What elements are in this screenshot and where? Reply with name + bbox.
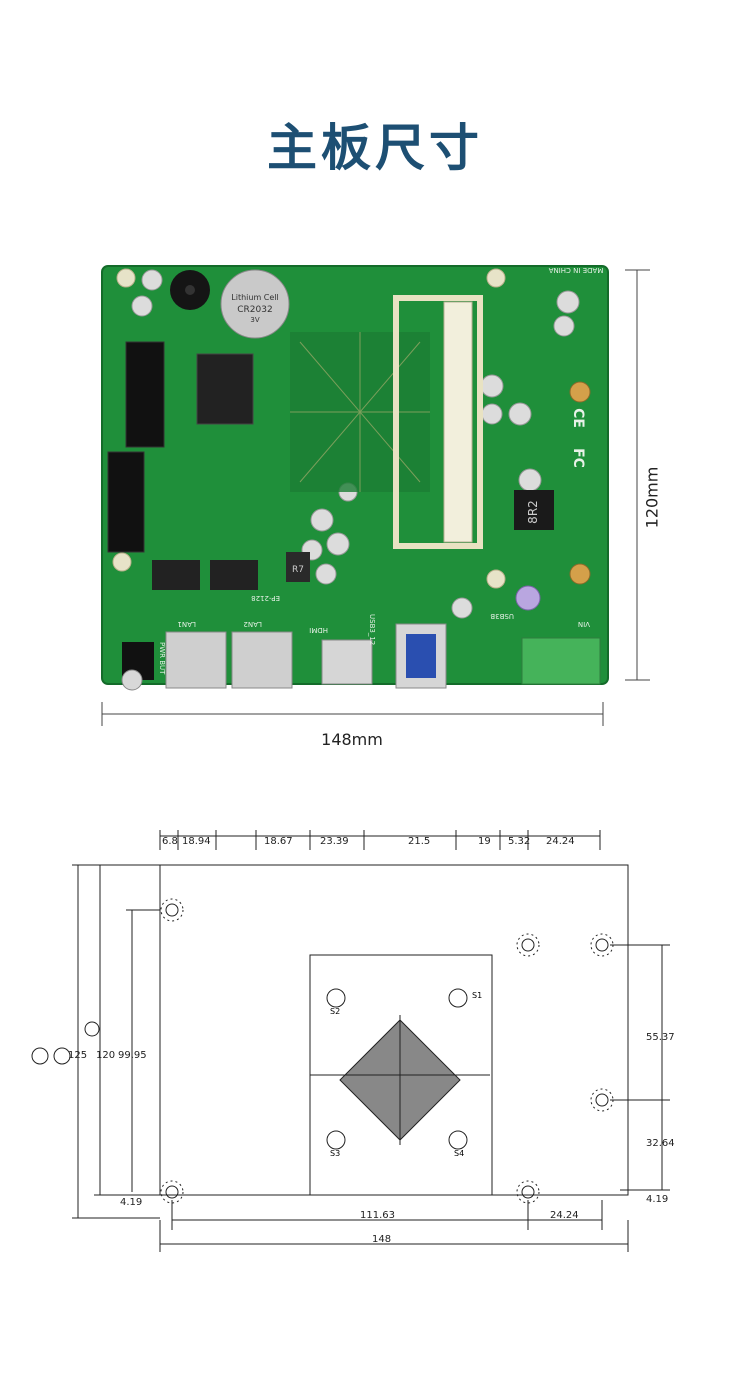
lan2-label: LAN2: [243, 620, 262, 628]
hdmi-label: HDMI: [309, 626, 328, 634]
height-dimension: 120mm: [642, 466, 662, 529]
left-dim-120: 120: [96, 1050, 115, 1061]
board-photo: Lithium Cell CR2032 3V 8R2 R7 FC CE MADE…: [101, 265, 609, 691]
made-in-marking: MADE IN CHINA: [548, 266, 603, 274]
top-dim-5: 21.5: [408, 836, 430, 847]
board-drawing: S1 S2 S3 S4 6.8 18.94 18.67 23.39 21.5 1…: [31, 830, 675, 1252]
hole-s4: S4: [454, 1149, 464, 1158]
top-dim-1: 6.8: [162, 836, 178, 847]
model-marking: EP-2128: [251, 594, 280, 602]
page-title: 主板尺寸: [267, 119, 483, 177]
width-dimension: 148mm: [321, 730, 383, 749]
ce-mark: CE: [570, 408, 586, 428]
right-dim-55-37: 55.37: [646, 1032, 675, 1043]
inductor-label: 8R2: [526, 500, 540, 524]
battery-label-3: 3V: [250, 316, 259, 324]
top-dim-6: 19: [478, 836, 491, 847]
hole-s1: S1: [472, 991, 482, 1000]
right-dim-4-19: 4.19: [646, 1194, 668, 1205]
pwr-label: PWR BUT: [158, 642, 166, 675]
top-dim-7: 5.32: [508, 836, 530, 847]
top-dim-2: 18.94: [182, 836, 211, 847]
bottom-dim-24-24: 24.24: [550, 1210, 579, 1221]
vin-label: VIN: [578, 620, 590, 628]
left-dim-125: 125: [68, 1050, 87, 1061]
hole-s3: S3: [330, 1149, 340, 1158]
battery-label-2: CR2032: [237, 305, 272, 315]
bottom-dim-148: 148: [372, 1234, 391, 1245]
fc-mark: FC: [570, 448, 586, 468]
photo-dimension-lines: [101, 269, 650, 726]
battery-label-1: Lithium Cell: [231, 293, 278, 302]
bottom-dim-111-63: 111.63: [360, 1210, 395, 1221]
r7-label: R7: [292, 565, 304, 575]
right-dim-32-64: 32.64: [646, 1138, 675, 1149]
lan1-label: LAN1: [177, 620, 196, 628]
left-dim-4-19: 4.19: [120, 1197, 142, 1208]
usb3-label: USB3_12: [368, 614, 376, 645]
hole-s2: S2: [330, 1007, 340, 1016]
top-dim-3: 18.67: [264, 836, 293, 847]
top-dim-8: 24.24: [546, 836, 575, 847]
top-dim-4: 23.39: [320, 836, 349, 847]
left-dim-99-95: 99.95: [118, 1050, 147, 1061]
usb3b-label: USB3B: [490, 612, 514, 620]
